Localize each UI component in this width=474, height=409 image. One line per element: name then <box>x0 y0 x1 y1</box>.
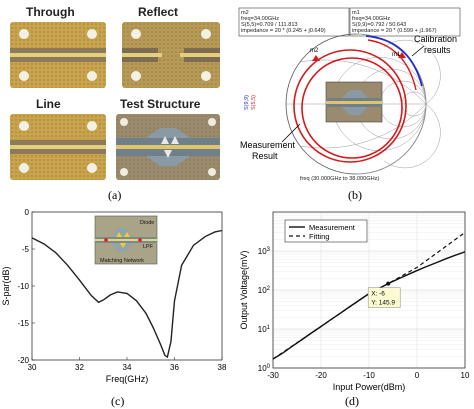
inset-label-diode: Diode <box>140 220 154 226</box>
m1-name: m1 <box>352 10 360 16</box>
smith-x-arc-6 <box>299 103 427 149</box>
panel-c-label: (c) <box>111 394 125 408</box>
x-tick-label: -20 <box>315 371 327 380</box>
measurement-circle-outer <box>293 49 407 163</box>
title-reflect: Reflect <box>138 5 179 19</box>
panel-a-label: (a) <box>108 188 122 202</box>
freq-range-label: freq (30.000GHz to 38.000GHz) <box>300 176 379 182</box>
x-tick-label: 10 <box>461 371 470 380</box>
measurement-annotation-line2: Result <box>252 151 278 161</box>
m1-marker <box>398 52 406 58</box>
m2-impedance: impedance = 20 * (0.245 + j0.649) <box>241 28 326 34</box>
m1-s: S(9,9)=0.792 / 50.643 <box>352 22 406 28</box>
m1-marker-label: m1 <box>392 52 401 58</box>
y-tick-label: -10 <box>17 282 29 291</box>
x-tick-label: -10 <box>363 371 375 380</box>
x-tick-label: -30 <box>267 371 279 380</box>
x-tick-label: 36 <box>170 363 179 372</box>
y-tick-label: 0 <box>25 208 30 217</box>
legend-measurement: Measurement <box>309 223 356 232</box>
smith-x-arc-2 <box>355 103 427 175</box>
x-tick-label: 32 <box>75 363 84 372</box>
x-tick-label: 0 <box>415 371 420 380</box>
panel-b: m2 freq=34.00GHz S(5,5)=0.709 / 111.813 … <box>238 0 474 204</box>
calibration-annotation-line2: results <box>424 45 451 55</box>
title-line: Line <box>36 97 61 111</box>
calibration-arrow <box>411 45 425 57</box>
chart-d-frame <box>272 211 466 369</box>
through-board-image <box>10 22 106 88</box>
title-test-structure: Test Structure <box>120 97 201 111</box>
x-axis-label: Freq(GHz) <box>106 374 149 384</box>
legend-s99: S(9,9) <box>244 95 250 110</box>
panel-b-label: (b) <box>348 188 362 202</box>
datatip-x: X: -6 <box>371 291 385 298</box>
calibration-arc <box>365 35 423 87</box>
y-tick-label: -20 <box>17 356 29 365</box>
m1-impedance: impedance = 20 * (0.599 + j1.967) <box>352 28 437 34</box>
smith-x-arc-4 <box>383 103 441 169</box>
legend-s55: S(5,5) <box>251 95 257 110</box>
circuit-inset-photo: Diode LPF Matching Network <box>94 215 158 265</box>
y-axis-label: S-par(dB) <box>1 266 11 305</box>
measurement-arrow <box>281 123 301 143</box>
datatip: X: -6 Y: 145.9 <box>367 281 401 308</box>
x-axis-label: Input Power(dBm) <box>333 382 406 392</box>
inset-photo <box>325 81 383 123</box>
y-tick-label: 101 <box>258 325 271 334</box>
chart-d-legend: Measurement Fitting <box>284 219 368 243</box>
m2-marker-label: m2 <box>310 48 319 54</box>
y-tick-label: 102 <box>258 286 271 295</box>
y-tick-label: -15 <box>17 319 29 328</box>
inset-label-lpf: LPF <box>143 244 154 250</box>
calibration-annotation-line1: Calibration <box>414 34 457 44</box>
measurement-circle-inner <box>301 57 403 159</box>
m2-freq: freq=34.00GHz <box>241 16 279 22</box>
line-board-image <box>10 114 106 180</box>
title-through: Through <box>26 5 75 19</box>
y-tick-label: 103 <box>258 247 271 256</box>
s-parameter-line <box>31 229 223 359</box>
m2-name: m2 <box>241 10 249 16</box>
panel-d-label: (d) <box>345 394 359 408</box>
inset-label-matching: Matching Network <box>100 258 144 264</box>
y-axis-label: Output Voltage(mV) <box>239 250 249 329</box>
x-tick-label: 38 <box>218 363 227 372</box>
legend-fitting: Fitting <box>309 232 329 241</box>
test-structure-board-image <box>116 114 220 180</box>
smith-x-arc-3 <box>383 39 441 105</box>
y-tick-label: 100 <box>258 364 271 373</box>
datatip-y: Y: 145.9 <box>371 300 395 307</box>
y-tick-label: -5 <box>22 245 30 254</box>
m1-freq: freq=34.00GHz <box>352 16 390 22</box>
reflect-board-image <box>122 22 220 88</box>
measurement-annotation-line1: Measurement <box>240 140 296 150</box>
m2-marker <box>312 55 320 61</box>
x-tick-label: 34 <box>123 363 132 372</box>
m2-s: S(5,5)=0.709 / 111.813 <box>241 22 298 28</box>
x-tick-label: 30 <box>28 363 37 372</box>
panel-a: Through Reflect Line Test Structure <box>0 0 235 204</box>
smith-chart: m2 freq=34.00GHz S(5,5)=0.709 / 111.813 … <box>238 7 461 182</box>
calibration-arc-red <box>367 39 417 91</box>
datatip-point <box>386 281 391 286</box>
